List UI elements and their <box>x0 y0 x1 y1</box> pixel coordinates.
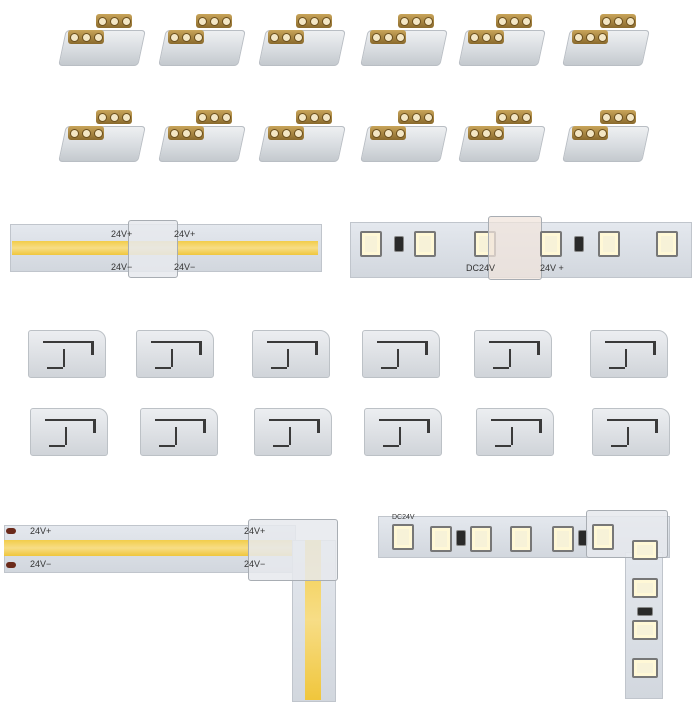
cob-light-band <box>4 540 294 556</box>
label-left-plus: 24V+ <box>111 229 133 239</box>
clear-clip <box>476 408 554 456</box>
clear-clip <box>28 330 106 378</box>
smd-led <box>392 524 414 550</box>
straight-connector <box>128 220 178 278</box>
clip-connector <box>258 104 346 164</box>
clear-clip <box>474 330 552 378</box>
resistor <box>637 607 653 616</box>
clear-clip <box>254 408 332 456</box>
clip-connector <box>158 8 246 68</box>
smd-led <box>430 526 452 552</box>
clear-clip <box>592 408 670 456</box>
clip-connector <box>562 8 650 68</box>
smd-led <box>632 658 658 678</box>
smd-led <box>632 578 658 598</box>
solder-pad <box>6 528 16 534</box>
label-24v-plus: 24V+ <box>30 526 52 536</box>
clip-connector <box>562 104 650 164</box>
clip-connector <box>258 8 346 68</box>
label-24v-plus: 24V + <box>540 263 564 273</box>
corner-connector <box>248 519 338 581</box>
smd-led <box>414 231 436 257</box>
clip-connector <box>360 104 448 164</box>
label-right-plus: 24V+ <box>174 229 196 239</box>
smd-led <box>540 231 562 257</box>
clear-clip <box>362 330 440 378</box>
clear-clip <box>140 408 218 456</box>
clear-clip <box>252 330 330 378</box>
smd-led <box>592 524 614 550</box>
label-24v-minus: 24V− <box>30 559 52 569</box>
label-conn-plus: 24V+ <box>244 526 266 536</box>
label-dc24v: DC24V <box>392 514 415 521</box>
clip-connector <box>458 8 546 68</box>
smd-led <box>510 526 532 552</box>
clear-clip <box>136 330 214 378</box>
clear-clip <box>590 330 668 378</box>
clip-connector <box>58 104 146 164</box>
smd-led <box>470 526 492 552</box>
clear-clip <box>364 408 442 456</box>
smd-led <box>632 540 658 560</box>
label-dc24v: DC24V <box>466 263 496 273</box>
smd-led <box>552 526 574 552</box>
clip-connector <box>158 104 246 164</box>
smd-led <box>632 620 658 640</box>
clear-clip <box>30 408 108 456</box>
smd-led <box>360 231 382 257</box>
smd-led <box>656 231 678 257</box>
label-conn-minus: 24V− <box>244 559 266 569</box>
resistor <box>394 236 404 252</box>
smd-led <box>598 231 620 257</box>
resistor <box>574 236 584 252</box>
label-right-minus: 24V− <box>174 262 196 272</box>
straight-connector <box>488 216 542 280</box>
resistor <box>456 530 466 546</box>
clip-connector <box>58 8 146 68</box>
solder-pad <box>6 562 16 568</box>
label-left-minus: 24V− <box>111 262 133 272</box>
clip-connector <box>458 104 546 164</box>
clip-connector <box>360 8 448 68</box>
